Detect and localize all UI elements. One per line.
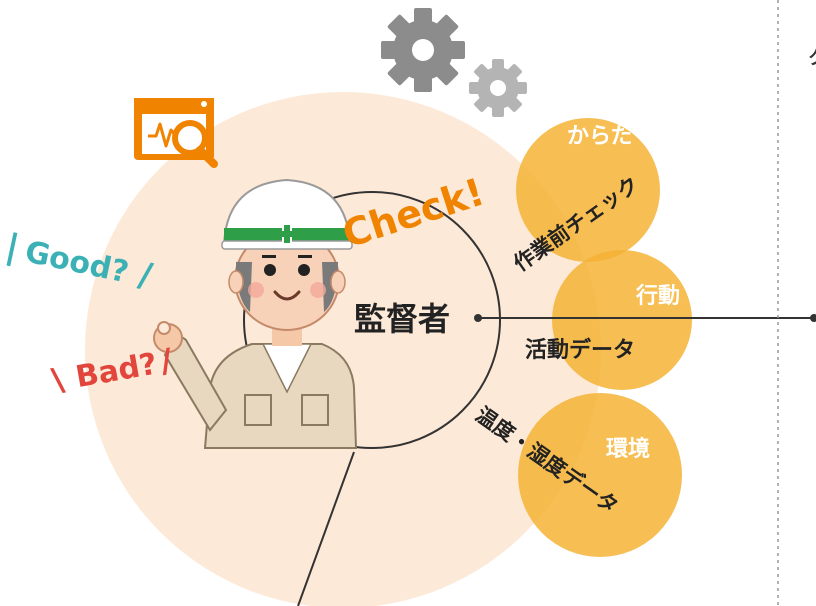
- connector-bottom: [297, 451, 355, 606]
- category-circle-environment: [518, 393, 682, 557]
- good-bracket-left: |: [2, 226, 22, 268]
- connector-dot-left: [474, 314, 482, 322]
- worker-illustration: [153, 178, 358, 449]
- category-circle-behavior: [552, 250, 692, 390]
- supervisor-ring: [243, 191, 501, 449]
- supervisor-label: 監督者: [354, 300, 450, 338]
- bad-bracket-left: \: [49, 360, 67, 400]
- category-title-environment: 環境: [606, 436, 650, 462]
- cropped-text: ク: [808, 48, 816, 69]
- category-desc-behavior: 活動データ: [525, 337, 635, 363]
- category-circle-body: [516, 118, 660, 262]
- gear-small-icon: [469, 59, 527, 117]
- background-circle: [85, 92, 601, 606]
- gear-icon: [381, 8, 465, 92]
- category-title-behavior: 行動: [635, 283, 680, 309]
- category-title-body: からだ: [567, 124, 633, 149]
- connector-dot-right: [810, 314, 816, 322]
- monitor-search-icon: [134, 98, 218, 168]
